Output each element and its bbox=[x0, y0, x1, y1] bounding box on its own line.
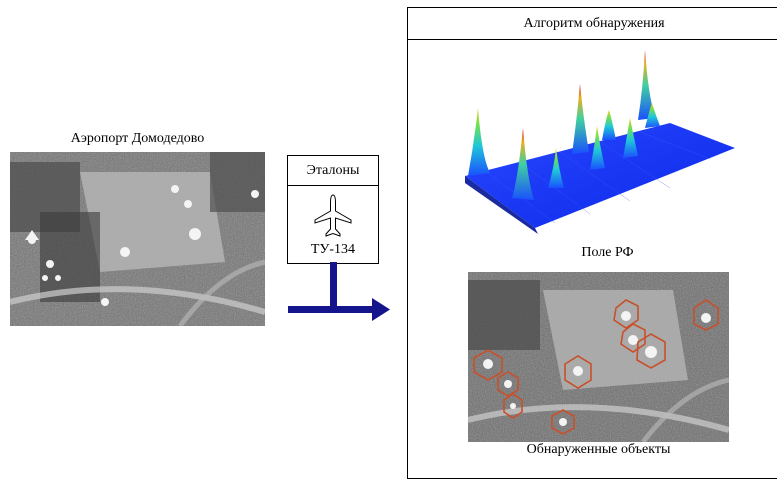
detection-result-image bbox=[468, 272, 729, 442]
references-title: Эталоны bbox=[288, 156, 378, 186]
response-field-plot bbox=[465, 50, 735, 234]
reference-model-label: ТУ-134 bbox=[310, 242, 356, 257]
flow-arrow bbox=[288, 262, 390, 321]
field-caption: Поле РФ bbox=[581, 245, 634, 260]
result-caption: Обнаруженные объекты bbox=[526, 442, 671, 457]
algorithm-title: Алгоритм обнаружения bbox=[408, 8, 777, 40]
airplane-icon bbox=[314, 194, 352, 237]
airport-aerial-image bbox=[10, 152, 265, 326]
input-image-caption: Аэропорт Домодедово bbox=[70, 131, 205, 146]
references-box: Эталоны ТУ-134 bbox=[287, 155, 379, 264]
